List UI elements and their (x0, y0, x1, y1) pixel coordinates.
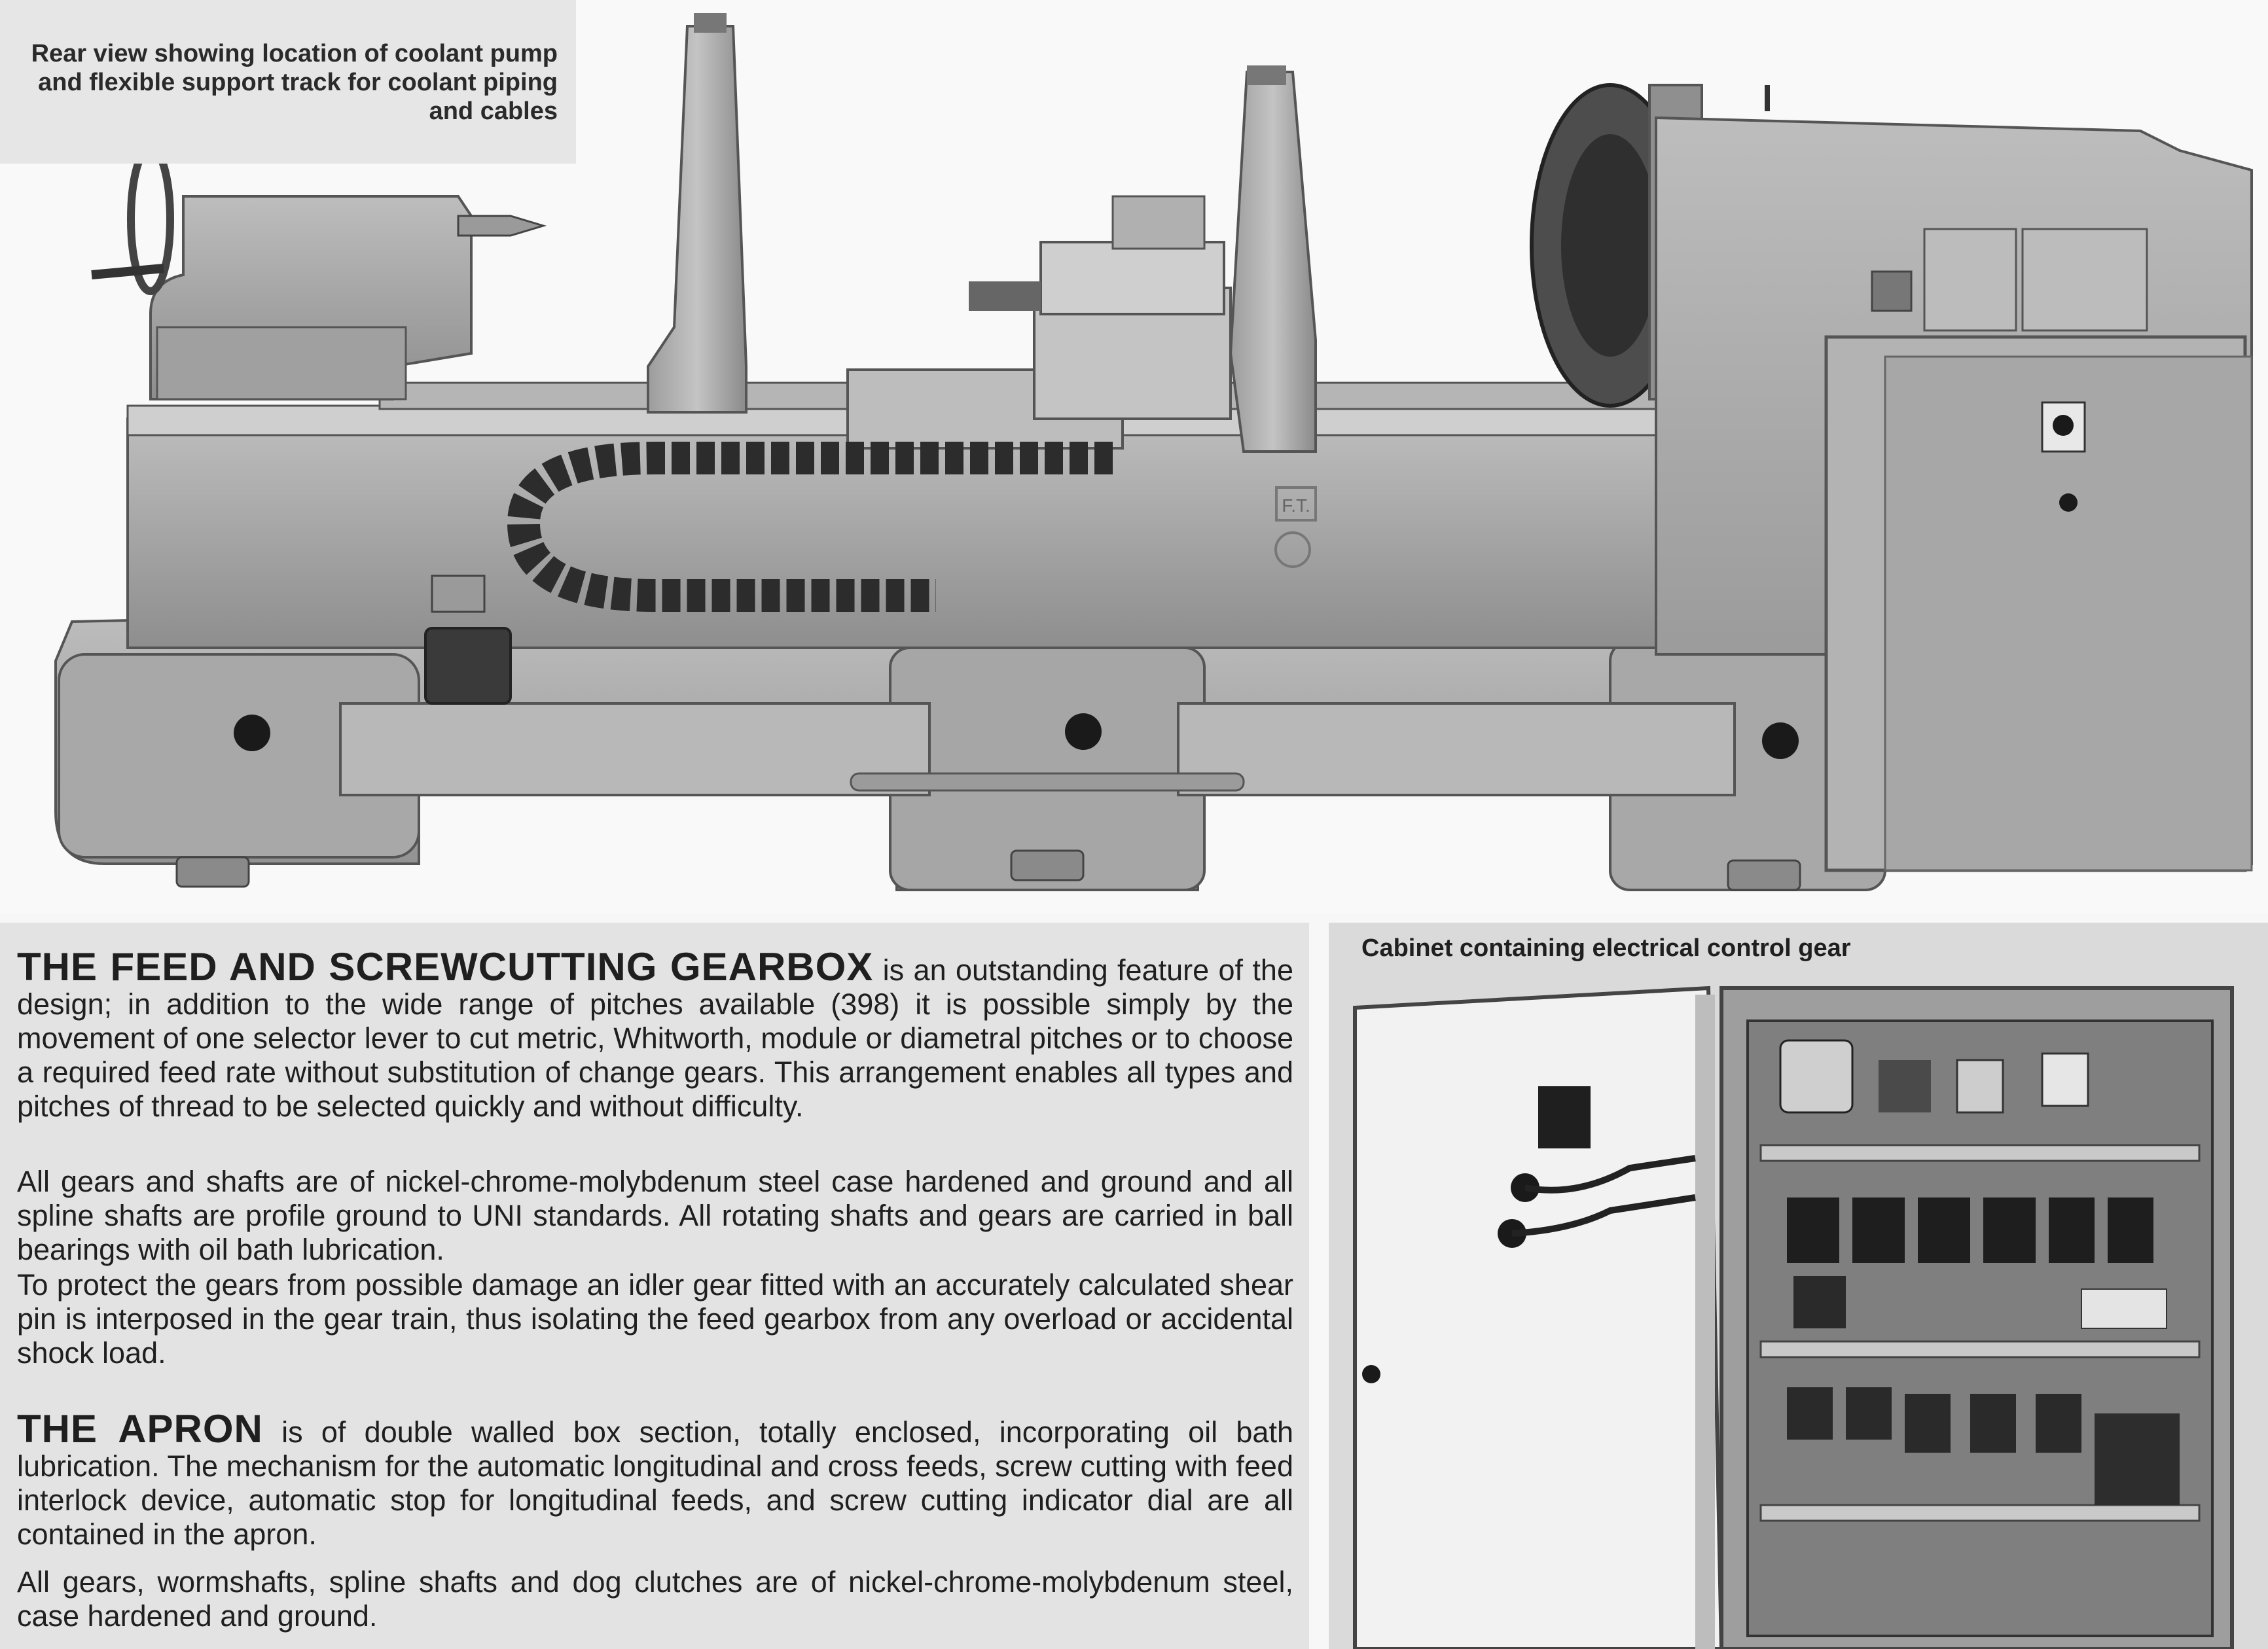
tool-post (1039, 241, 1225, 315)
bed-rail-bar (850, 772, 1245, 792)
cable-chain (507, 442, 1113, 612)
cabinet-photo: Cabinet containing electrical control ge… (1329, 923, 2268, 1649)
door-handle (1362, 1365, 1380, 1383)
section-gearbox: THE FEED AND SCREWCUTTING GEARBOX is an … (17, 948, 1293, 1124)
chip-tray-left (339, 702, 931, 796)
door-switch-plate (1538, 1086, 1591, 1148)
steady-rest-left (647, 25, 747, 414)
bed-hole-center (1065, 713, 1102, 750)
section-gearbox-intro: is an outstanding feature of the design;… (17, 953, 1293, 1123)
caption-cabinet: Cabinet containing electrical control ge… (1361, 934, 1851, 962)
section-gearbox-heading: THE FEED AND SCREWCUTTING GEARBOX (17, 945, 874, 989)
lathe-illustration: F.T. (54, 13, 2253, 891)
text-panel: THE FEED AND SCREWCUTTING GEARBOX is an … (0, 923, 1309, 1649)
relay-block (1779, 1039, 1854, 1114)
section-apron-paragraph-2: All gears, wormshafts, spline shafts and… (17, 1565, 1293, 1633)
contactor-row (1787, 1197, 1839, 1263)
tailstock-quill (457, 215, 547, 237)
section-apron-heading: THE APRON (17, 1407, 263, 1451)
indicator-lamp (2059, 493, 2078, 512)
bed-hole-right (1762, 722, 1799, 759)
section-apron-intro: is of double walled box section, totally… (17, 1415, 1293, 1551)
coolant-pump (424, 627, 512, 705)
chip-tray-right (1177, 702, 1736, 796)
steady-rest-right (1229, 71, 1317, 453)
lathe-bed (126, 417, 1805, 649)
section-gearbox-paragraph-3: To protect the gears from possible damag… (17, 1268, 1293, 1370)
maker-mark: F.T. (1282, 495, 1310, 516)
main-switch (2041, 401, 2086, 453)
cabinet-door (1353, 985, 1724, 1649)
lathe-photo: F.T. (54, 13, 2253, 891)
caption-box-rear-view: Rear view showing location of coolant pu… (0, 0, 576, 164)
bed-hole-left (234, 715, 270, 751)
transformer (2095, 1413, 2180, 1505)
caption-rear-view: Rear view showing location of coolant pu… (31, 40, 558, 125)
section-gearbox-paragraph-2: All gears and shafts are of nickel-chrom… (17, 1165, 1293, 1266)
cabinet-illustration (1329, 923, 2268, 1649)
section-apron: THE APRON is of double walled box sectio… (17, 1410, 1293, 1551)
